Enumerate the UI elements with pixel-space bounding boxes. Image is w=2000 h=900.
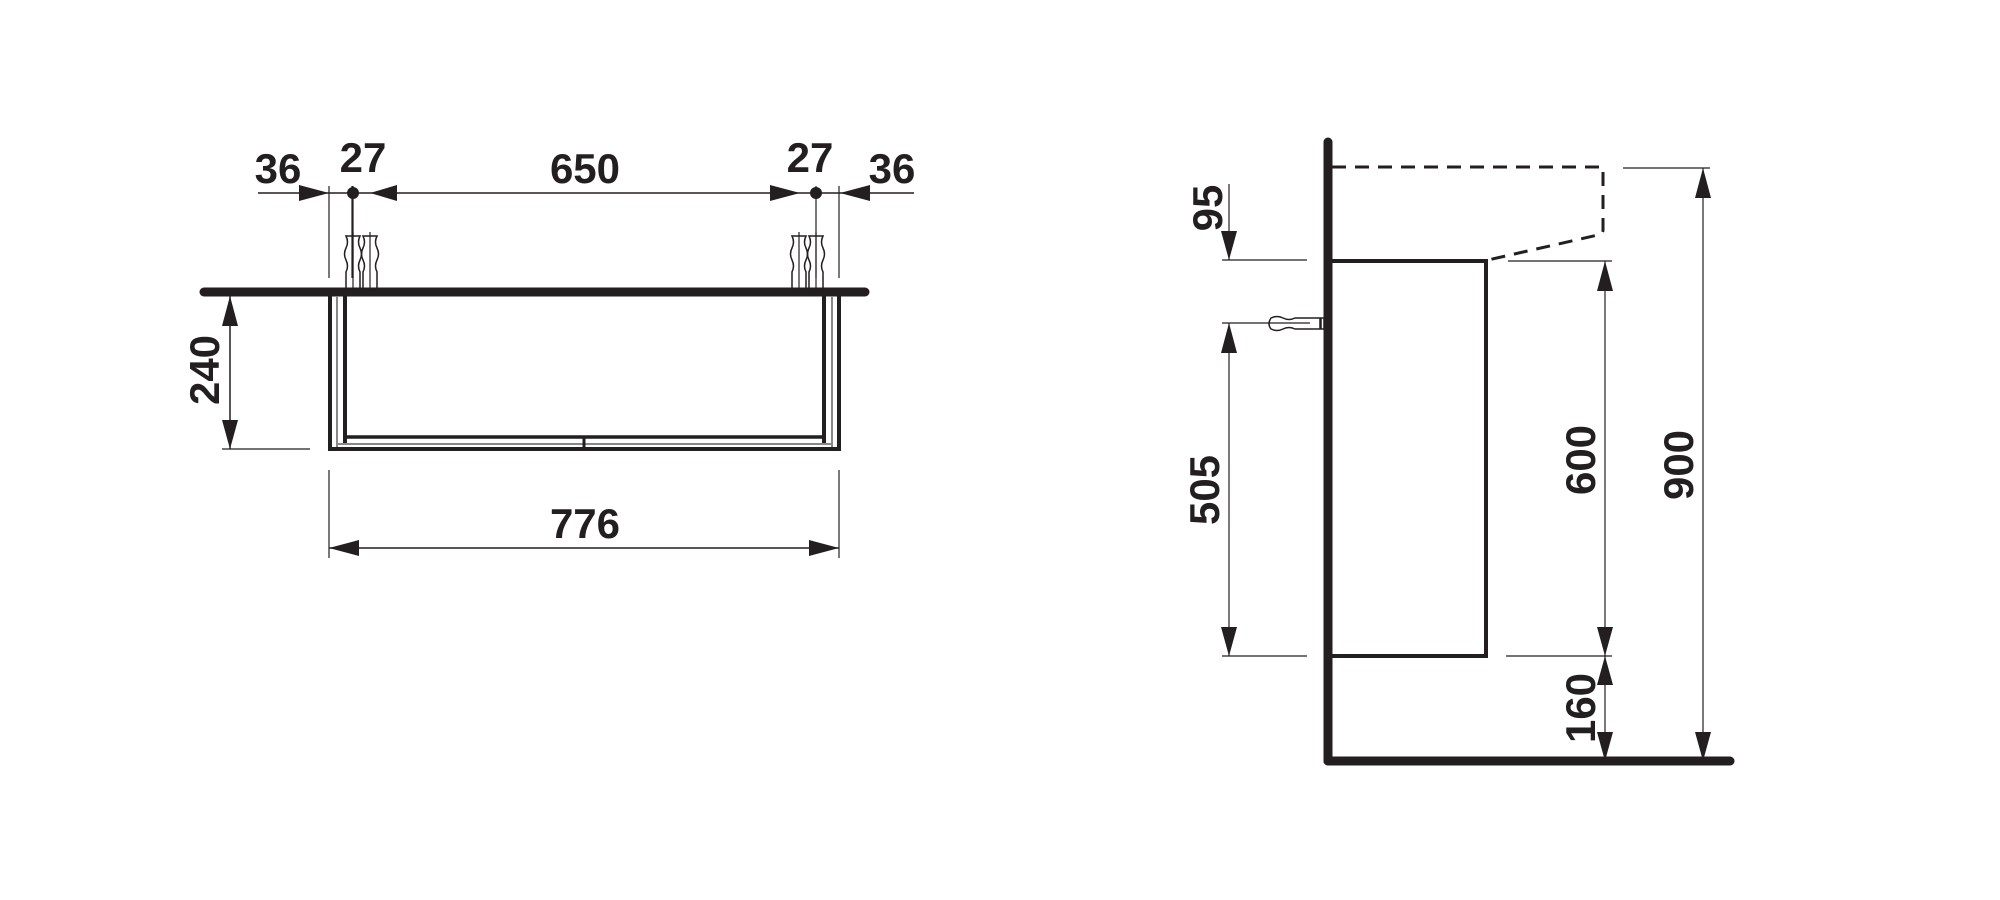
front-view: 36 27 650 27 36 240 776 [181,134,915,558]
total-height-dimension: 900 [1623,167,1711,761]
width-dimension: 776 [328,470,840,558]
dim-label-anchor-height: 505 [1181,455,1228,525]
dim-label-right-edge: 36 [869,145,916,192]
dim-label-floor-clearance: 160 [1557,673,1604,743]
cabinet-height-dimension: 600 160 [1506,260,1613,761]
anchor-point-right [810,187,822,199]
wall-anchor-side-icon [1222,315,1325,332]
dim-label-anchor-spacing: 650 [550,145,620,192]
dim-label-cabinet-height: 600 [1557,425,1604,495]
wall-anchor-icon [343,231,826,291]
dim-label-top-offset: 95 [1184,185,1231,232]
dim-label-width: 776 [550,500,620,547]
dim-label-right-anchor: 27 [787,134,834,181]
washbasin-outline [1332,165,1605,262]
side-view: 95 505 600 160 900 [1181,137,1735,766]
top-offset-dimension: 95 [1184,184,1307,261]
dim-label-height: 240 [181,335,228,405]
dim-label-total-height: 900 [1655,430,1702,500]
anchor-height-dimension: 505 [1181,323,1307,657]
cabinet-front [328,292,841,451]
height-dimension: 240 [181,296,310,450]
cabinet-side [1332,259,1488,658]
dim-label-left-anchor: 27 [340,134,387,181]
dim-label-left-edge: 36 [255,145,302,192]
